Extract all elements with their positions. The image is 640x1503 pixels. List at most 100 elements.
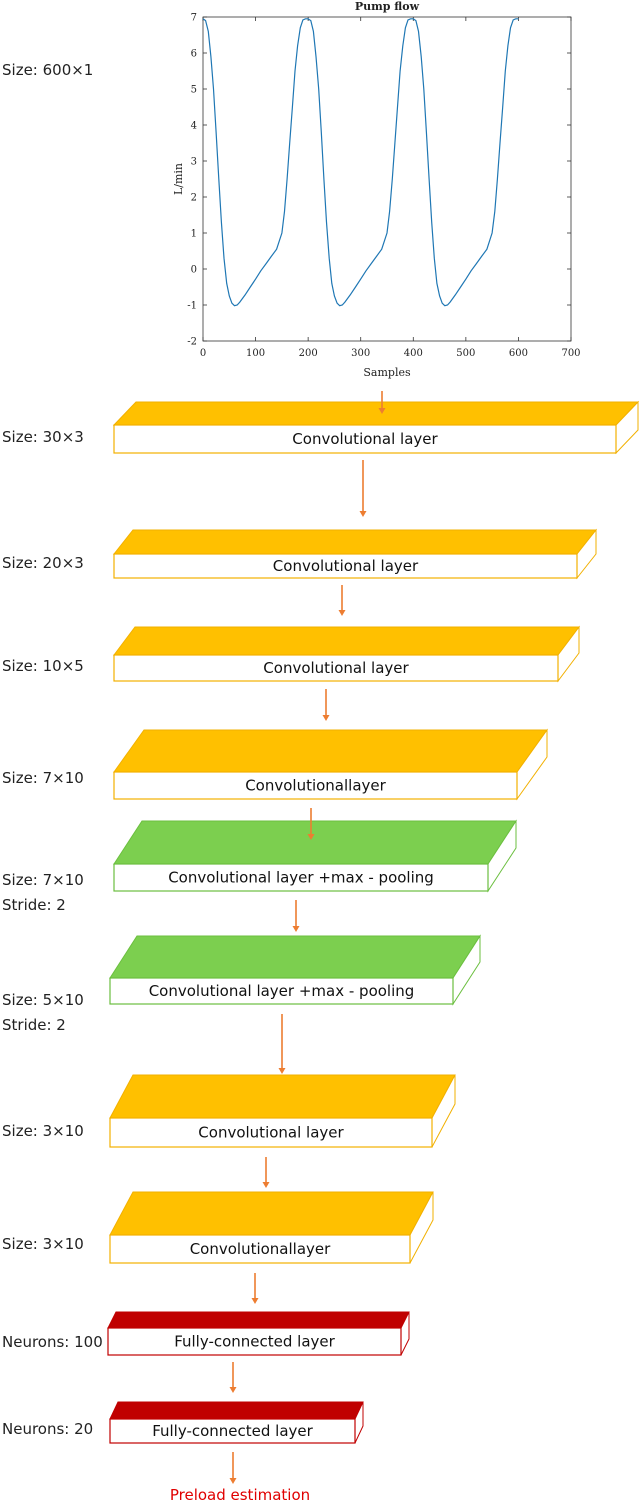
chart-title: Pump flow: [355, 0, 420, 13]
flow-arrow: [338, 585, 346, 616]
y-tick-label: -1: [187, 301, 197, 312]
arrow-head: [307, 834, 315, 840]
layer-top-face: [112, 529, 598, 555]
layer-label: Convolutional layer: [292, 430, 438, 448]
flow-arrow: [292, 900, 300, 932]
layer-size-label: Size: 3×10: [2, 1122, 84, 1140]
arrow-head: [262, 1182, 270, 1188]
layer-front-face: [109, 977, 454, 1005]
layer-5: Convolutional layer +max - pooling Size: …: [2, 819, 517, 914]
flow-arrow: [262, 1157, 270, 1188]
layer-label: Convolutional layer: [263, 659, 409, 677]
layer-label: Fully-connected layer: [152, 1422, 313, 1440]
flow-arrow: [278, 1014, 286, 1074]
layer-front-face: [109, 1117, 433, 1148]
arrow-head: [378, 408, 386, 414]
layer-size-label: Size: 20×3: [2, 554, 84, 572]
layer-label: Convolutional layer +max - pooling: [168, 869, 434, 887]
x-tick-label: 100: [246, 348, 265, 359]
layer-1: Convolutional layer Size: 30×3: [2, 400, 640, 455]
layer-front-face: [109, 1418, 356, 1444]
y-tick-label: -2: [187, 337, 197, 348]
layer-stride-label: Stride: 2: [2, 1016, 66, 1034]
x-tick-label: 600: [509, 348, 528, 359]
arrow-head: [292, 926, 300, 932]
x-tick-label: 500: [456, 348, 475, 359]
layer-label: Convolutionallayer: [245, 777, 386, 795]
layer-size-label: Size: 3×10: [2, 1235, 84, 1253]
x-tick-label: 200: [299, 348, 318, 359]
x-tick-label: 400: [404, 348, 423, 359]
layer-front-face: [109, 1234, 411, 1264]
pump-flow-series-line: [202, 18, 519, 307]
arrow-head: [229, 1387, 237, 1393]
arrow-head: [338, 610, 346, 616]
chart-xlabel: Samples: [363, 366, 411, 379]
layer-top-face: [109, 1191, 434, 1236]
layer-label: Convolutionallayer: [190, 1240, 331, 1258]
flow-arrow: [251, 1273, 259, 1304]
layer-label: Fully-connected layer: [174, 1333, 335, 1351]
output-label: Preload estimation: [170, 1486, 310, 1503]
layer-top-face: [109, 935, 481, 979]
arrow-head: [251, 1298, 259, 1304]
layer-top-face: [113, 626, 580, 656]
flow-arrow: [307, 808, 315, 840]
y-tick-label: 6: [191, 49, 197, 60]
x-tick-label: 700: [561, 348, 580, 359]
layer-front-face: [113, 863, 489, 892]
layer-label: Convolutional layer +max - pooling: [149, 982, 415, 1000]
flow-arrow: [229, 1362, 237, 1393]
y-tick-label: 0: [191, 265, 197, 276]
flow-arrow: [229, 1452, 237, 1484]
layer-top-face: [112, 401, 640, 426]
layer-size-label: Neurons: 100: [2, 1333, 103, 1351]
flow-arrows: [229, 391, 386, 1484]
layer-size-label: Size: 7×10: [2, 769, 84, 787]
layer-size-label: Size: 30×3: [2, 428, 84, 446]
layer-top-face: [113, 729, 548, 773]
chart-frame: [202, 16, 572, 342]
layer-size-label: Size: 10×5: [2, 657, 84, 675]
layer-size-label: Size: 5×10: [2, 991, 84, 1009]
layer-4: Convolutionallayer Size: 7×10: [2, 728, 548, 801]
layer-2: Convolutional layer Size: 20×3: [2, 528, 598, 580]
layer-top-face: [109, 1401, 364, 1420]
y-tick-label: 2: [191, 193, 197, 204]
y-tick-label: 5: [191, 85, 197, 96]
layer-front-face: [113, 424, 617, 454]
flow-arrow: [322, 689, 330, 721]
chart-ticks: 0 100 200 300 400 500 600 700 -2 -1 0 1 2 3 4 5 6 7: [187, 13, 580, 360]
y-tick-label: 3: [191, 157, 197, 168]
layer-top-face: [107, 1311, 410, 1329]
layer-6: Convolutional layer +max - poolingSize: …: [2, 934, 481, 1034]
layer-7: Convolutional layer Size: 3×10: [2, 1074, 456, 1148]
layer-stride-label: Stride: 2: [2, 896, 66, 914]
arrow-head: [359, 511, 367, 517]
layer-8: Convolutionallayer Size: 3×10: [2, 1191, 434, 1264]
layer-label: Convolutional layer: [273, 557, 419, 575]
layer-top-face: [113, 820, 517, 865]
x-tick-label: 300: [351, 348, 370, 359]
layer-front-face: [113, 654, 559, 682]
arrow-head: [322, 715, 330, 721]
layer-9: Fully-connected layer Neurons: 100: [2, 1311, 410, 1356]
y-tick-label: 4: [191, 121, 197, 132]
y-tick-label: 7: [191, 13, 197, 24]
y-tick-label: 1: [191, 229, 197, 240]
chart-ylabel: L/min: [172, 163, 185, 195]
layer-front-face: [113, 553, 578, 579]
arrow-head: [229, 1478, 237, 1484]
layer-front-face: [107, 1327, 402, 1356]
layer-3: Convolutional layer Size: 10×5: [2, 625, 580, 683]
layer-label: Convolutional layer: [198, 1124, 344, 1142]
x-tick-label: 0: [200, 348, 206, 359]
arrow-head: [278, 1068, 286, 1074]
layer-size-label: Size: 7×10: [2, 871, 84, 889]
layer-top-face: [109, 1074, 456, 1119]
input-size-label: Size: 600×1: [2, 61, 93, 79]
